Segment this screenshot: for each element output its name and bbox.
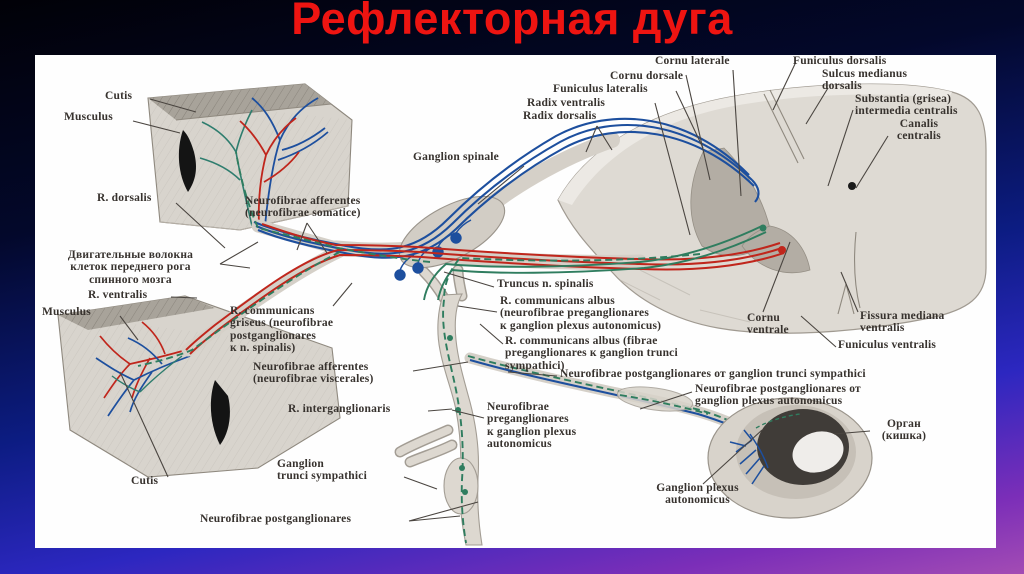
label-r-ventralis: R. ventralis bbox=[88, 289, 148, 301]
label-r-dorsalis: R. dorsalis bbox=[97, 192, 152, 204]
skin-muscle-block-bottom bbox=[57, 295, 341, 478]
label-r-interganglionaris: R. interganglionaris bbox=[288, 403, 391, 415]
label-neurofibrae-afferentes-viscerales: Neurofibrae afferentes (neurofibrae visc… bbox=[253, 361, 374, 386]
label-neurofibrae-postganglionares: Neurofibrae postganglionares bbox=[200, 513, 352, 525]
label-organ: Орган (кишка) bbox=[881, 418, 927, 443]
label-radix-dorsalis: Radix dorsalis bbox=[523, 110, 597, 122]
label-musculus-top: Musculus bbox=[64, 111, 113, 123]
blue-nerve-tree-top bbox=[251, 97, 329, 227]
label-r-communicans-albus-2: R. communicans albus (fibrae preganglion… bbox=[505, 335, 678, 372]
label-funiculus-lateralis: Funiculus lateralis bbox=[553, 83, 648, 95]
label-neurofibrae-post-plexus: Neurofibrae postganglionares от ganglion… bbox=[695, 383, 861, 408]
label-cutis-top: Cutis bbox=[105, 90, 133, 102]
label-cornu-laterale: Cornu laterale bbox=[655, 55, 730, 67]
label-radix-ventralis: Radix ventralis bbox=[527, 97, 606, 109]
muscle-spindle-top bbox=[178, 130, 196, 192]
label-musculus-mid: Musculus bbox=[42, 306, 91, 318]
label-cornu-ventrale: Cornu ventrale bbox=[747, 312, 789, 337]
skin-muscle-block-top bbox=[147, 83, 353, 231]
muscle-spindle-bottom bbox=[210, 380, 230, 445]
plexus-ganglion-swelling bbox=[616, 386, 694, 412]
label-truncus-n-spinalis: Truncus n. spinalis bbox=[497, 278, 594, 290]
nerve-fiber-bundles bbox=[137, 117, 786, 544]
label-fissura-mediana-ventralis: Fissura mediana ventralis bbox=[860, 310, 945, 335]
label-ganglion-plexus-autonomicus: Ganglion plexus autonomicus bbox=[656, 482, 739, 507]
label-funiculus-ventralis: Funiculus ventralis bbox=[838, 339, 937, 351]
label-r-communicans-griseus: R. communicans griseus (neurofibrae post… bbox=[230, 305, 334, 354]
label-substantia-grisea: Substantia (grisea) intermedia centralis bbox=[855, 93, 958, 118]
label-neurofibrae-afferentes-somatice: Neurofibrae afferentes (neurofibrae soma… bbox=[245, 195, 361, 220]
label-neurofibrae-post-trunci: Neurofibrae postganglionares от ganglion… bbox=[560, 368, 866, 380]
spinal-cord-shape bbox=[557, 83, 987, 334]
label-neurofibrae-pre-plexus: Neurofibrae preganglionares к ganglion p… bbox=[487, 401, 577, 450]
sympathetic-green-fibers bbox=[423, 224, 767, 301]
label-canalis-centralis: Canalis centralis bbox=[897, 118, 941, 143]
label-cutis-bottom: Cutis bbox=[131, 475, 159, 487]
leader-lines bbox=[119, 63, 889, 522]
red-nerve-tree-top bbox=[239, 117, 300, 227]
label-cornu-dorsale: Cornu dorsale bbox=[610, 70, 684, 82]
label-r-communicans-albus-1: R. communicans albus (neurofibrae pregan… bbox=[500, 295, 662, 332]
slide-title: Рефлекторная дуга bbox=[291, 0, 733, 44]
central-canal-dot bbox=[848, 182, 856, 190]
label-funiculus-dorsalis: Funiculus dorsalis bbox=[793, 55, 887, 67]
label-ganglion-trunci-sympathici: Ganglion trunci sympathici bbox=[277, 458, 367, 483]
label-ganglion-spinale: Ganglion spinale bbox=[413, 151, 499, 163]
label-sulcus-medianus-dorsalis: Sulcus medianus dorsalis bbox=[822, 68, 908, 93]
label-motor-fibers-ru: Двигательные волокна клеток переднего ро… bbox=[67, 249, 194, 286]
